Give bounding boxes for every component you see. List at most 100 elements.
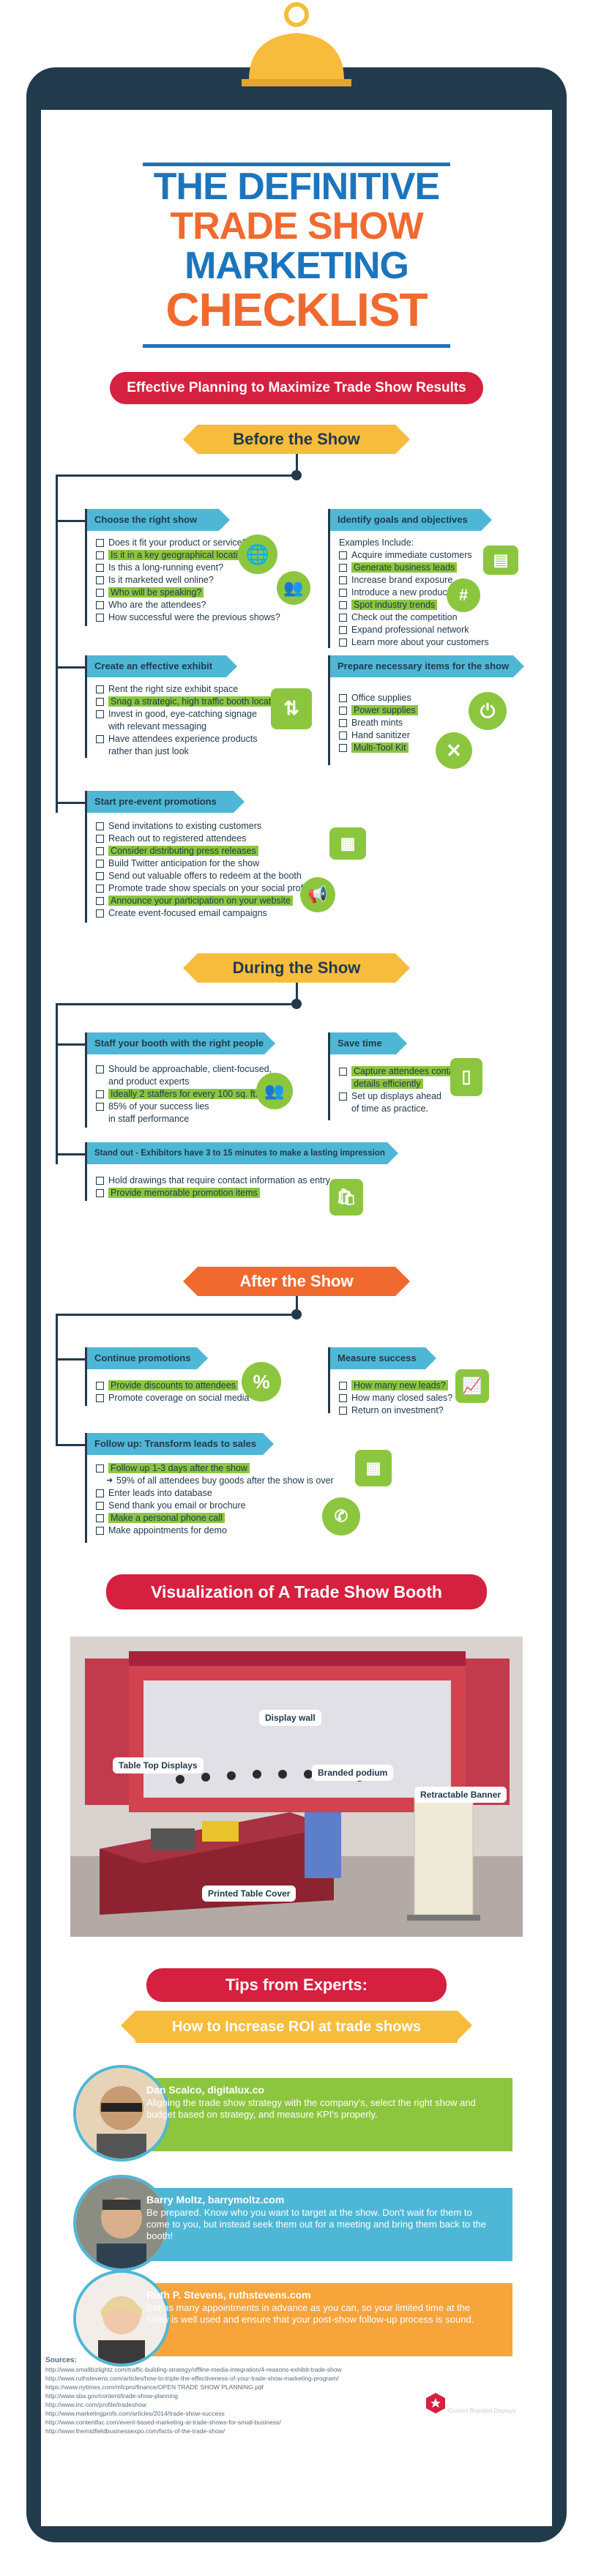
checklist-item: Build Twitter anticipation for the show <box>96 857 317 870</box>
follow-heading: Follow up: Transform leads to sales <box>87 1433 274 1455</box>
checklist-item: Breath mints <box>339 717 418 729</box>
connector <box>56 1314 298 1316</box>
timeline-during <box>56 1003 58 1164</box>
checklist-item: Provide memorable promotion items <box>96 1187 330 1199</box>
checklist-item: in staff performance <box>108 1114 190 1124</box>
tips-subheading: How to Increase ROI at trade shows <box>121 2011 472 2043</box>
shopping-bag-icon: 🛍 <box>329 1179 363 1216</box>
phone-icon: ✆ <box>322 1497 360 1535</box>
subtitle-ribbon: Effective Planning to Maximize Trade Sho… <box>110 372 483 404</box>
expert-tip-3: Ruth P. Stevens, ruthstevens.com Set as … <box>73 2270 512 2367</box>
exhibit-card: Create an effective exhibit Rent the rig… <box>85 655 307 758</box>
items-heading: Prepare necessary items for the show <box>330 655 524 677</box>
checklist-item: Provide discounts to attendees <box>96 1380 249 1392</box>
measure-list: How many new leads?How many closed sales… <box>339 1380 452 1417</box>
connector <box>56 1444 85 1446</box>
promo-card: Start pre-event promotions Send invitati… <box>85 791 373 923</box>
checklist-item: Announce your participation on your webs… <box>96 895 317 907</box>
checklist-item: with relevant messaging <box>108 721 207 732</box>
choose-show-heading: Choose the right show <box>87 509 230 531</box>
checklist-item: Hold drawings that require contact infor… <box>96 1175 330 1187</box>
checklist-item: Return on investment? <box>339 1404 452 1417</box>
checklist-item: Is this a long-running event? <box>96 562 280 574</box>
follow-list: Follow up 1-3 days after the show59% of … <box>96 1462 334 1537</box>
speaker-icon: 👥 <box>277 571 310 605</box>
connector <box>56 474 298 477</box>
source-link[interactable]: http://www.contentfac.com/event-based-ma… <box>45 2419 281 2426</box>
checklist-item: Office supplies <box>339 692 418 704</box>
save-time-heading: Save time <box>330 1032 407 1054</box>
label-table-cover: Printed Table Cover <box>202 1886 296 1902</box>
expert-tip-2: Barry Moltz, barrymoltz.com Be prepared.… <box>73 2175 512 2271</box>
checklist-item: Power supplies <box>339 704 418 717</box>
checklist-item: Who will be speaking? <box>96 587 280 599</box>
source-link[interactable]: http://www.marketingprofs.com/articles/2… <box>45 2410 225 2417</box>
label-banner: Retractable Banner <box>414 1787 507 1803</box>
before-banner: Before the Show <box>183 425 410 454</box>
title-line-3: MARKETING <box>184 245 409 287</box>
checklist-item: Enter leads into database <box>96 1487 334 1500</box>
source-link[interactable]: http://www.smallbizlightz.com/traffic-bu… <box>45 2366 342 2373</box>
checklist-item: Send invitations to existing customers <box>96 820 317 833</box>
tip-band <box>117 2283 512 2356</box>
checklist-item: Introduce a new product <box>339 587 489 599</box>
source-link[interactable]: http://www.themidfieldbusinessexpo.com/f… <box>45 2427 225 2435</box>
connector <box>56 1153 85 1155</box>
checklist-item: details efficiently <box>339 1078 463 1090</box>
expert-tip-1: Dan Scalco, digitalux.co Aligning the tr… <box>73 2065 512 2162</box>
checklist-item: and product experts <box>108 1076 190 1087</box>
checklist-item: Follow up 1-3 days after the show <box>96 1462 334 1475</box>
checklist-item: Who are the attendees? <box>96 599 280 611</box>
tablet-icon: ▯ <box>450 1058 482 1096</box>
connector <box>296 983 298 1003</box>
timeline-after <box>56 1314 58 1445</box>
exhibit-heading: Create an effective exhibit <box>87 655 237 677</box>
goals-intro: Examples Include: <box>339 537 414 548</box>
source-link[interactable]: https://www.nytimes.com/mfcpro/finance/O… <box>45 2383 264 2391</box>
title-line-1: THE DEFINITIVE <box>153 165 440 208</box>
label-table-top: Table Top Displays <box>113 1757 204 1773</box>
source-link[interactable]: http://www.ruthstevens.com/articles/how-… <box>45 2375 339 2382</box>
hang-tag-icon <box>242 2 351 86</box>
tip-band <box>117 2188 512 2261</box>
checklist-item: 85% of your success lies <box>96 1101 272 1113</box>
checklist-item: Expand professional network <box>339 624 489 636</box>
measure-card: Measure success How many new leads?How m… <box>328 1347 521 1415</box>
checklist-item: Hand sanitizer <box>339 729 418 742</box>
people-icon: 👥 <box>256 1073 293 1109</box>
continue-heading: Continue promotions <box>87 1347 208 1369</box>
checklist-item: Ideally 2 staffers for every 100 sq. ft. <box>96 1088 272 1101</box>
expert-photo-1 <box>73 2065 170 2162</box>
brand-tagline: Custom Branded Displays <box>448 2408 516 2414</box>
checklist-item: Invest in good, eye-catching signage <box>96 708 286 721</box>
measure-heading: Measure success <box>330 1347 436 1369</box>
label-display-wall: Display wall <box>259 1710 321 1726</box>
source-link[interactable]: http://www.sba.gov/content/trade-show-pl… <box>45 2392 178 2400</box>
checklist-item: Consider distributing press releases <box>96 845 317 857</box>
power-plug-icon: ⏻ <box>469 692 507 730</box>
checklist-item: Increase brand exposure <box>339 574 489 587</box>
checklist-item: Should be approachable, client-focused, <box>96 1063 272 1076</box>
title-line-2: TRADE SHOW <box>170 205 423 247</box>
goals-card: Identify goals and objectives Examples I… <box>328 509 550 648</box>
expert-text-3: Set as many appointments in advance as y… <box>146 2302 474 2325</box>
hashtag-icon: # <box>447 578 480 612</box>
tip-band <box>117 2078 512 2151</box>
globe-icon: 🌐 <box>238 535 277 574</box>
staff-heading: Staff your booth with the right people <box>87 1032 275 1054</box>
checklist-item: Acquire immediate customers <box>339 549 489 562</box>
checklist-item: Send out valuable offers to redeem at th… <box>96 870 317 882</box>
connector <box>56 520 85 522</box>
brand-name: MVP VISUALS <box>448 2393 532 2407</box>
expert-name-3: Ruth P. Stevens, ruthstevens.com <box>146 2289 311 2301</box>
source-link[interactable]: http://www.inc.com/profile/tradeshow <box>45 2401 146 2408</box>
goals-heading: Identify goals and objectives <box>330 509 492 531</box>
expert-name-2: Barry Moltz, barrymoltz.com <box>146 2194 285 2205</box>
sources-label: Sources: <box>45 2356 77 2364</box>
expert-name-1: Dan Scalco, digitalux.co <box>146 2084 265 2096</box>
choose-show-card: Choose the right show Does it fit your p… <box>85 509 307 626</box>
